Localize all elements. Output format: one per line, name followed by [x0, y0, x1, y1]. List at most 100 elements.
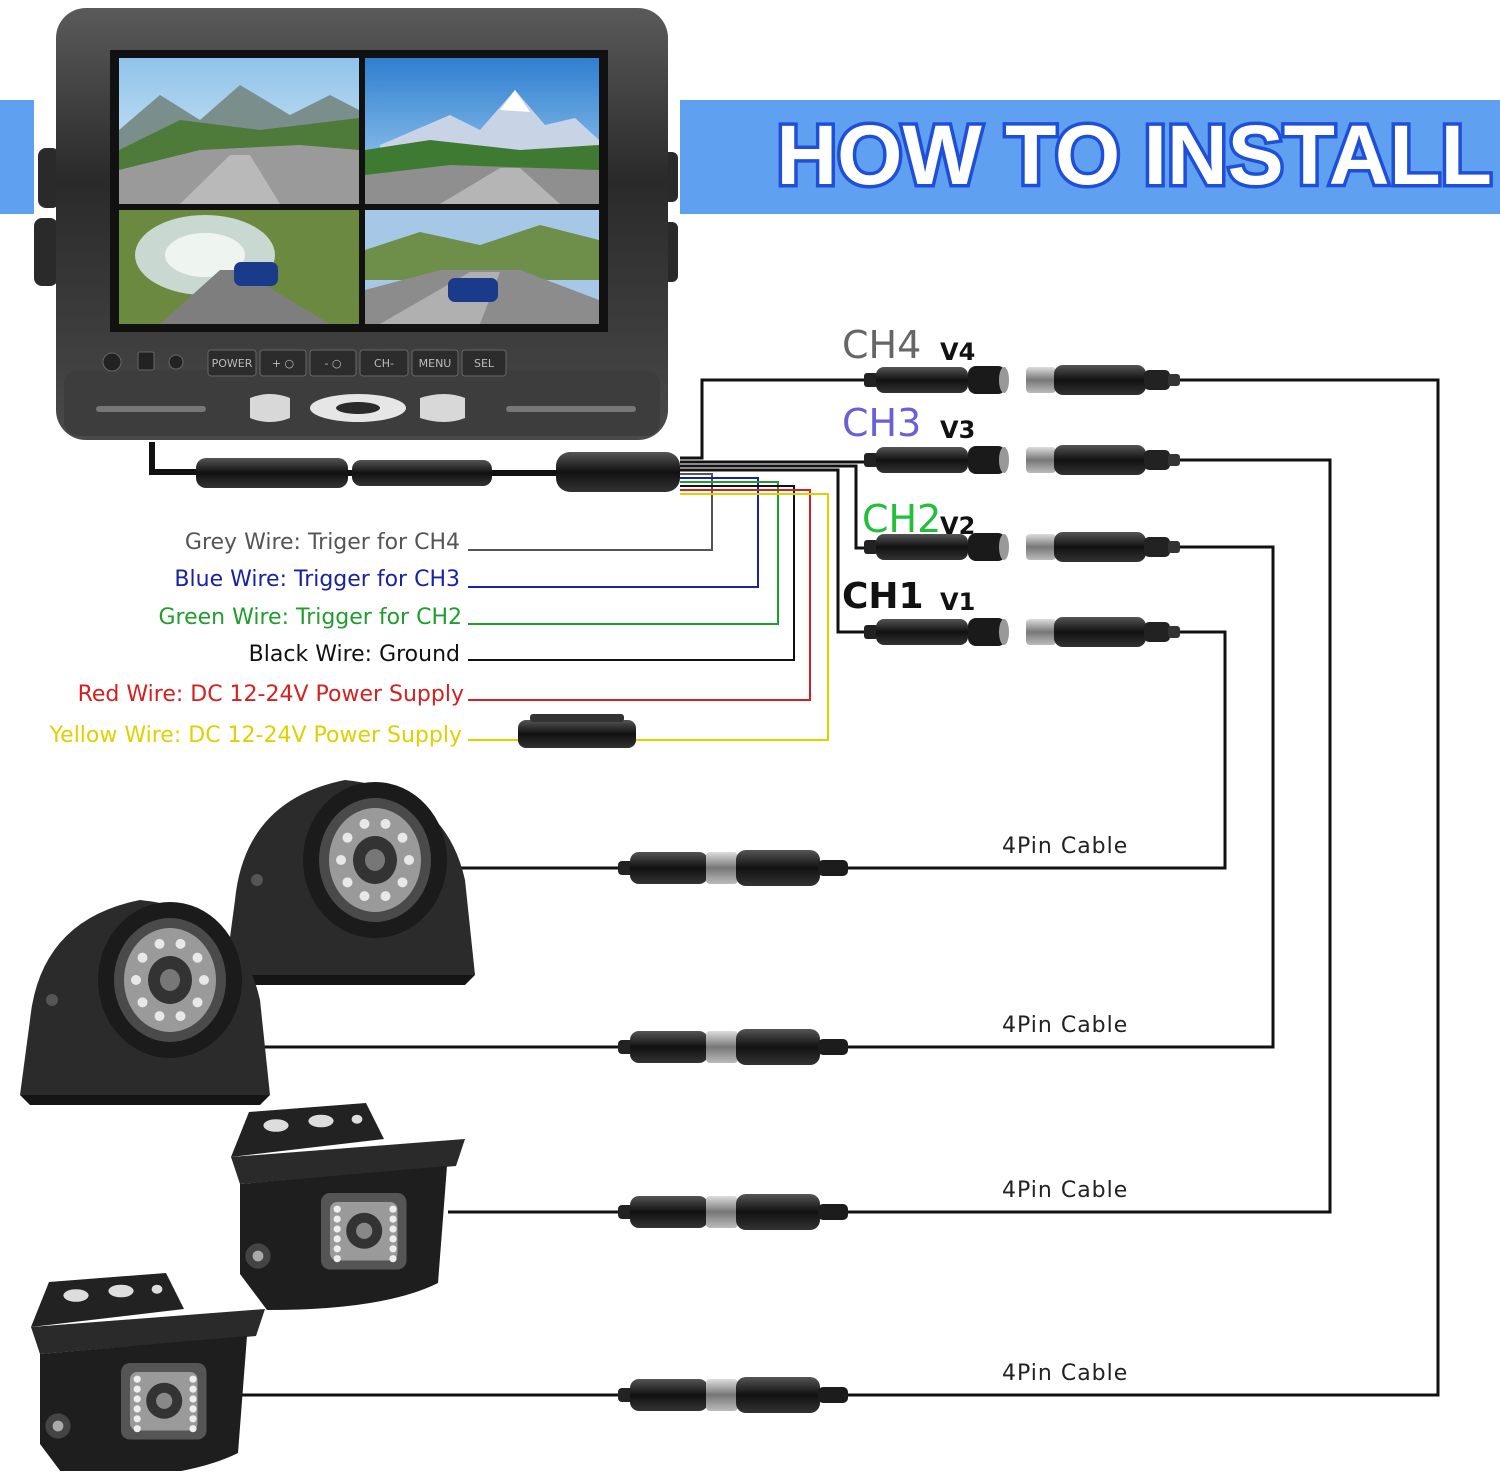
screen-quadrant-1 — [119, 58, 359, 204]
camera-cable-0: 4Pin Cable — [458, 834, 1128, 886]
monitor-button-0[interactable]: POWER — [207, 349, 257, 377]
sensor-icon — [102, 352, 122, 372]
wire-4: Red Wire: DC 12-24V Power Supply — [78, 489, 811, 707]
channel-label: CH3 — [842, 401, 921, 445]
channel-male-plug-icon — [1026, 365, 1180, 395]
monitor-button-5[interactable]: SEL — [461, 349, 507, 377]
cable-label: 4Pin Cable — [1002, 1013, 1128, 1038]
led-icon — [168, 354, 184, 370]
cable-label: 4Pin Cable — [1002, 834, 1128, 859]
splitter-wires — [680, 378, 866, 634]
channel-male-plug-icon — [1026, 445, 1180, 475]
video-label: V3 — [940, 416, 975, 444]
inline-connector-icon — [618, 850, 848, 886]
page-title-outline: HOW TO INSTALL — [777, 108, 1492, 202]
monitor-button-4[interactable]: MENU — [411, 349, 459, 377]
camera-cable-3: 4Pin Cable — [240, 1361, 1128, 1413]
route-line — [848, 458, 1332, 1214]
route-line — [848, 545, 1275, 1049]
channel-female-plug-icon — [864, 366, 1009, 394]
wire-label: Yellow Wire: DC 12-24V Power Supply — [49, 723, 462, 748]
screen-quadrant-4 — [365, 210, 599, 324]
monitor-vent-right — [506, 406, 636, 412]
wire-label: Blue Wire: Trigger for CH3 — [174, 567, 460, 592]
monitor: POWER + ○ - ○ CH- MENU SEL — [34, 8, 678, 440]
wire-lead — [468, 477, 759, 588]
monitor-knob-left-bottom — [34, 218, 58, 286]
monitor-button-label: SEL — [474, 357, 495, 370]
extension-plug-icon — [352, 460, 492, 486]
wire-label: Red Wire: DC 12-24V Power Supply — [78, 682, 464, 707]
channel-label: CH2 — [862, 497, 941, 541]
camera-cable-2: 4Pin Cable — [448, 1178, 1128, 1230]
bracket-camera-icon — [30, 1273, 265, 1475]
wire-3: Black Wire: Ground — [249, 485, 795, 667]
monitor-button-3[interactable]: CH- — [359, 349, 409, 377]
wire-2: Green Wire: Trigger for CH2 — [158, 481, 779, 630]
channel-female-plug-icon — [864, 618, 1009, 646]
camera-cable-1: 4Pin Cable — [262, 1013, 1128, 1065]
wire-lead — [468, 493, 829, 741]
page-title: HOW TO INSTALL — [777, 108, 1492, 202]
header-band-left — [0, 100, 34, 214]
channel-female-plug-icon — [864, 533, 1009, 561]
car-icon — [234, 262, 278, 286]
wire-lead — [468, 473, 713, 551]
car-icon — [448, 278, 498, 302]
mount-slot-icon — [250, 394, 290, 422]
dome-camera-icon — [20, 900, 270, 1105]
channel-male-plug-icon — [1026, 532, 1180, 562]
cameras: 4Pin Cable 4Pin Cable 4Pin Cable 4Pin Cable — [20, 780, 1128, 1475]
wire-0: Grey Wire: Triger for CH4 — [185, 473, 713, 555]
inline-connector-icon — [618, 1194, 848, 1230]
route-line — [848, 378, 1440, 1397]
monitor-button-label: POWER — [212, 357, 253, 370]
splitter-plug-icon — [556, 452, 680, 492]
indicator-icon — [137, 351, 155, 371]
wire-label: Green Wire: Trigger for CH2 — [158, 605, 462, 630]
wire-lead — [468, 481, 779, 625]
header-band: HOW TO INSTALL HOW TO INSTALL — [0, 100, 1500, 214]
wire-lead — [468, 489, 811, 701]
wire-label: Grey Wire: Triger for CH4 — [185, 530, 460, 555]
fuse-holder — [518, 714, 636, 748]
monitor-button-label: CH- — [374, 357, 394, 370]
monitor-button-1[interactable]: + ○ — [259, 349, 307, 377]
route-line — [848, 630, 1227, 870]
monitor-vent-left — [96, 406, 206, 412]
wire-1: Blue Wire: Trigger for CH3 — [174, 477, 759, 592]
dome-camera-icon — [225, 780, 475, 985]
monitor-knob-left-top — [38, 148, 60, 208]
mount-slot-icon — [420, 394, 465, 422]
channel-routing — [848, 378, 1440, 1397]
wire-label: Black Wire: Ground — [249, 642, 460, 667]
monitor-button-2[interactable]: - ○ — [309, 349, 357, 377]
monitor-button-label: - ○ — [324, 357, 341, 370]
monitor-button-label: MENU — [419, 357, 452, 370]
bracket-camera-icon — [231, 1103, 465, 1310]
header-band-right — [680, 100, 1500, 214]
channel-female-plug-icon — [864, 446, 1009, 474]
screen-quadrant-3 — [119, 210, 359, 324]
video-label: V1 — [940, 588, 975, 616]
wire-5: Yellow Wire: DC 12-24V Power Supply — [49, 493, 829, 748]
cable-label: 4Pin Cable — [1002, 1361, 1128, 1386]
fuse-icon — [518, 720, 636, 748]
monitor-button-label: + ○ — [272, 357, 294, 370]
monitor-controls: POWER + ○ - ○ CH- MENU SEL — [102, 349, 507, 377]
channel-male-plug-icon — [1026, 617, 1180, 647]
inline-connector-icon — [618, 1377, 848, 1413]
cable-label: 4Pin Cable — [1002, 1178, 1128, 1203]
extension-plug-icon — [196, 458, 348, 488]
video-label: V4 — [940, 338, 975, 366]
screen-quadrant-2 — [365, 58, 599, 204]
monitor-output-cable — [149, 442, 680, 492]
wire-lead — [468, 485, 795, 661]
